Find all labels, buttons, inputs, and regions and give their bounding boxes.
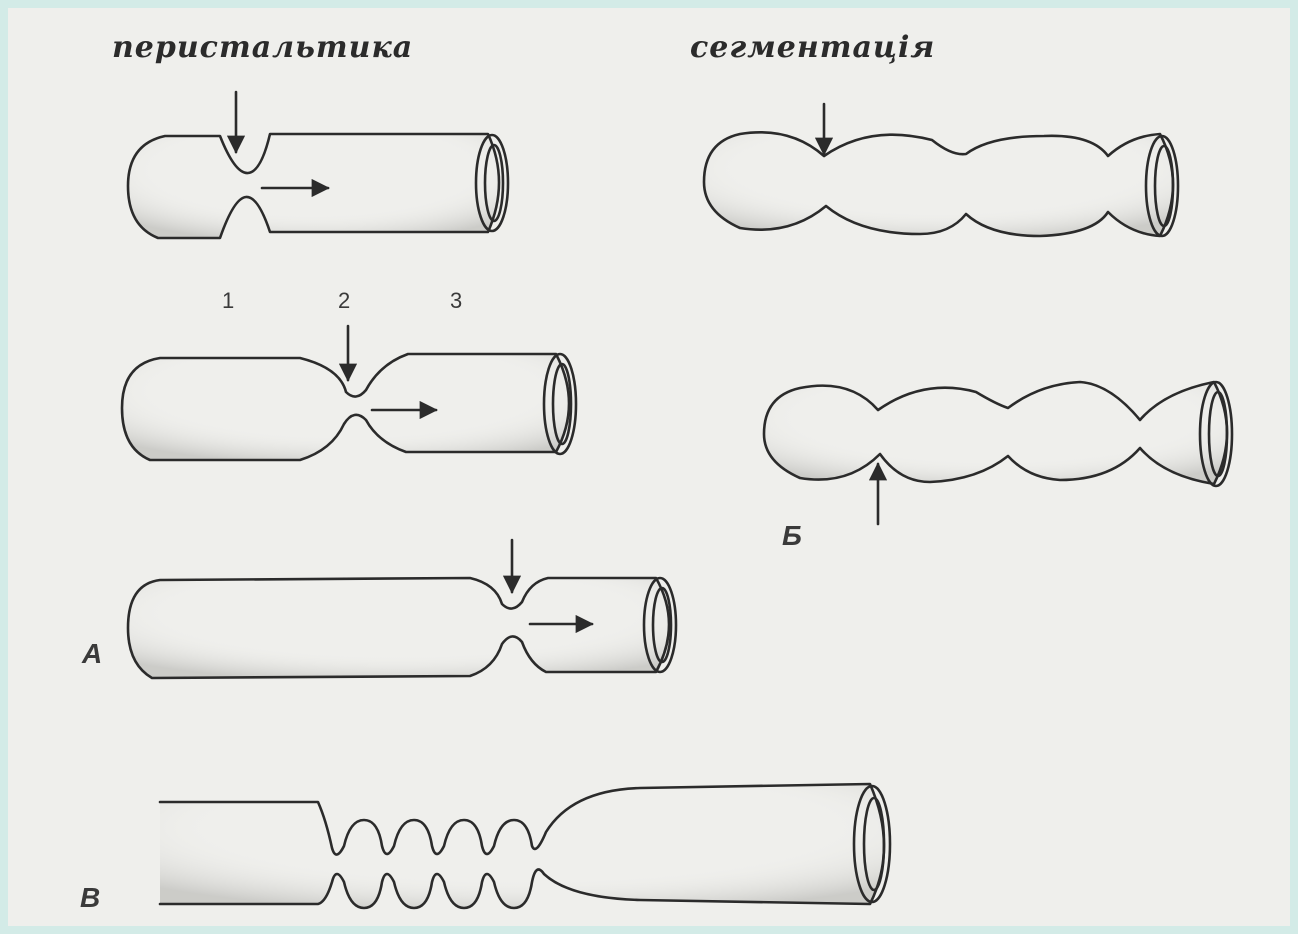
peristalsis-tube-1 xyxy=(128,92,508,238)
position-label-1: 1 xyxy=(222,288,234,314)
panel-label-b: Б xyxy=(782,520,802,552)
peristalsis-title: перистальтика xyxy=(112,30,413,65)
segmentation-tube-2 xyxy=(764,382,1232,524)
peristalsis-tube-3 xyxy=(128,540,676,678)
position-label-2: 2 xyxy=(338,288,350,314)
mass-movement-tube xyxy=(160,784,890,908)
position-label-3: 3 xyxy=(450,288,462,314)
panel-label-c: В xyxy=(80,882,100,914)
segmentation-tube-1 xyxy=(704,104,1178,236)
panel-label-a: А xyxy=(82,638,102,670)
peristalsis-tube-2 xyxy=(122,326,576,460)
segmentation-title: сегментація xyxy=(690,30,935,65)
